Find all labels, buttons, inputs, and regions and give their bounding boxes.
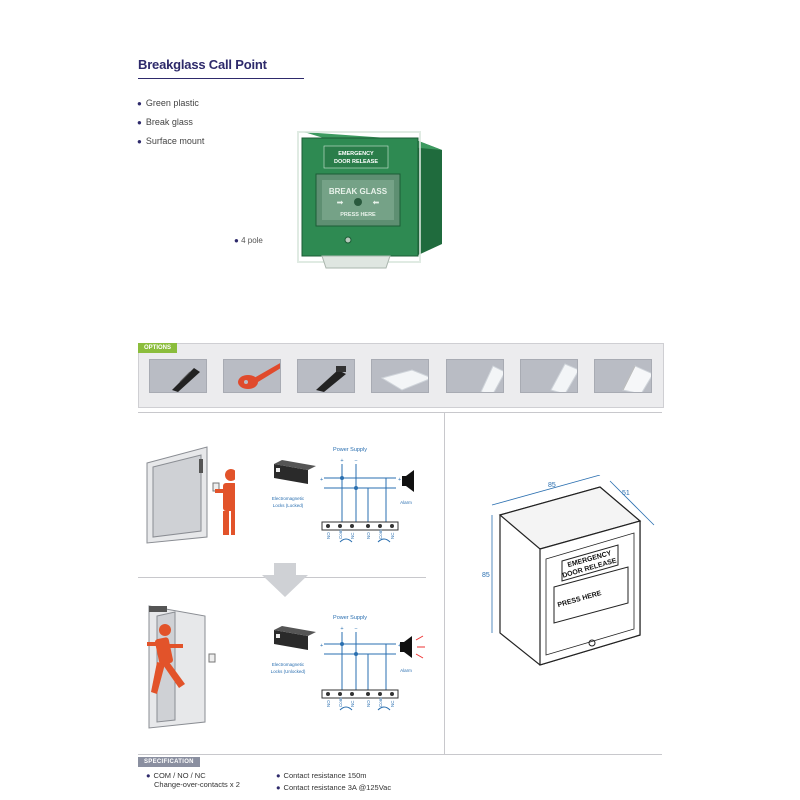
terminal-label: NO xyxy=(366,700,371,707)
terminal-label: NO xyxy=(326,532,331,539)
terminal-label: Com xyxy=(338,697,343,707)
depth-dimension: 51 xyxy=(622,490,630,497)
cable-gland-icon xyxy=(172,368,200,392)
title-divider xyxy=(138,78,304,79)
power-supply-label: Power Supply xyxy=(333,447,367,453)
press-button-icon xyxy=(354,198,362,206)
svg-text:+: + xyxy=(320,643,323,649)
lock-label-2: Locks (Unlocked) xyxy=(271,669,306,674)
locked-door-illustration xyxy=(146,446,235,544)
plus-label: + xyxy=(340,626,343,632)
option-thumb-glass-pane[interactable] xyxy=(446,359,506,395)
option-thumb-glass-pane[interactable] xyxy=(520,359,580,395)
terminal-label: Com xyxy=(378,529,383,539)
pole-label: 4 pole xyxy=(241,236,263,245)
terminal-label: Com xyxy=(378,697,383,707)
person-icon xyxy=(215,469,235,535)
feature-item: ●Green plastic xyxy=(137,98,199,108)
terminal-label: NC xyxy=(350,532,355,539)
feature-label: Green plastic xyxy=(145,98,199,108)
lock-label-1: Electromagnetic xyxy=(272,496,305,501)
alarm-speaker-icon xyxy=(402,470,414,492)
wiring-diagram-locked: Power Supply + − + + Electromagnetic Loc… xyxy=(272,447,414,543)
spec-text: COM / NO / NC xyxy=(153,771,206,780)
arrow-left-icon: ⬅ xyxy=(373,198,380,207)
option-thumb-red-key[interactable] xyxy=(223,359,284,393)
option-thumb-glass-pane[interactable] xyxy=(371,359,434,393)
spec-item: ●COM / NO / NC Change-over-contacts x 2 xyxy=(146,771,240,789)
section-divider xyxy=(138,412,662,413)
specification-tag: SPECIFICATION xyxy=(138,757,200,767)
terminal-label: NC xyxy=(390,532,395,539)
bullet-icon: ● xyxy=(276,771,281,780)
product-image: EMERGENCY DOOR RELEASE BREAK GLASS ➡ ⬅ P… xyxy=(297,131,442,269)
spec-item: ●Contact resistance 150m xyxy=(276,771,367,780)
arrow-right-icon: ➡ xyxy=(337,198,344,207)
bullet-icon: ● xyxy=(234,236,239,245)
glass-pane-icon xyxy=(550,363,580,395)
bullet-icon: ● xyxy=(137,99,142,108)
wiring-diagram-unlocked: Power Supply + − + + Electromagnetic Loc… xyxy=(271,615,425,711)
feature-label: Break glass xyxy=(145,117,193,127)
spec-text: Contact resistance 150m xyxy=(283,771,367,780)
feature-label: Surface mount xyxy=(145,136,205,146)
alarm-label: Alarm xyxy=(400,500,412,505)
lock-label-2: Locks (Locked) xyxy=(273,503,304,508)
terminal-label: NC xyxy=(390,700,395,707)
keyhole-icon xyxy=(588,639,596,647)
terminal-label: NO xyxy=(326,700,331,707)
cable-gland-icon xyxy=(316,366,346,392)
minus-label: − xyxy=(354,458,357,464)
svg-text:+: + xyxy=(398,643,401,649)
electromagnetic-lock-icon xyxy=(274,626,316,650)
option-thumb-cable-gland[interactable] xyxy=(149,359,207,393)
lock-label-1: Electromagnetic xyxy=(272,662,305,667)
options-tag: OPTIONS xyxy=(138,343,178,353)
power-supply-label: Power Supply xyxy=(333,615,367,621)
option-thumb-cable-gland[interactable] xyxy=(297,359,355,393)
down-arrow-icon xyxy=(262,563,308,597)
glass-pane-icon xyxy=(380,369,434,391)
spec-text: Contact resistance 3A @125Vac xyxy=(283,783,392,792)
glass-pane-icon xyxy=(480,365,506,395)
pole-note: ● 4 pole xyxy=(234,236,263,245)
alarm-label: Alarm xyxy=(400,668,412,673)
alarm-speaker-sounding-icon xyxy=(400,635,425,659)
press-here-text: PRESS HERE xyxy=(340,212,376,218)
feature-item: ●Break glass xyxy=(137,117,193,127)
spec-item: ●Contact resistance 3A @125Vac xyxy=(276,783,391,792)
bullet-icon: ● xyxy=(146,771,151,780)
minus-label: − xyxy=(354,626,357,632)
hinged-cover-icon xyxy=(622,365,654,395)
electromagnetic-lock-icon xyxy=(274,460,316,484)
keyhole-icon xyxy=(344,236,352,244)
break-glass-text: BREAK GLASS xyxy=(329,187,388,196)
svg-text:+: + xyxy=(320,477,323,483)
red-key-icon xyxy=(238,362,284,389)
feature-item: ●Surface mount xyxy=(137,136,204,146)
terminal-label: NC xyxy=(350,700,355,707)
bullet-icon: ● xyxy=(137,137,142,146)
terminal-label: NO xyxy=(366,532,371,539)
svg-text:+: + xyxy=(398,477,401,483)
section-divider xyxy=(138,754,662,755)
bullet-icon: ● xyxy=(137,118,142,127)
product-label-2: DOOR RELEASE xyxy=(334,159,378,165)
page-title: Breakglass Call Point xyxy=(138,57,267,72)
running-person-icon xyxy=(147,624,185,694)
product-label-1: EMERGENCY xyxy=(338,151,374,157)
width-dimension: 85 xyxy=(548,482,556,489)
height-dimension: 85 xyxy=(482,572,490,579)
terminal-label: Com xyxy=(338,529,343,539)
spec-text: Change-over-contacts x 2 xyxy=(154,780,240,789)
section-divider xyxy=(444,412,445,755)
bullet-icon: ● xyxy=(276,783,281,792)
unlocked-door-illustration xyxy=(147,605,216,729)
plus-label: + xyxy=(340,458,343,464)
option-thumb-hinged-cover[interactable] xyxy=(594,359,654,395)
dimension-drawing: EMERGENCY DOOR RELEASE PRESS HERE 85 51 … xyxy=(482,475,655,666)
